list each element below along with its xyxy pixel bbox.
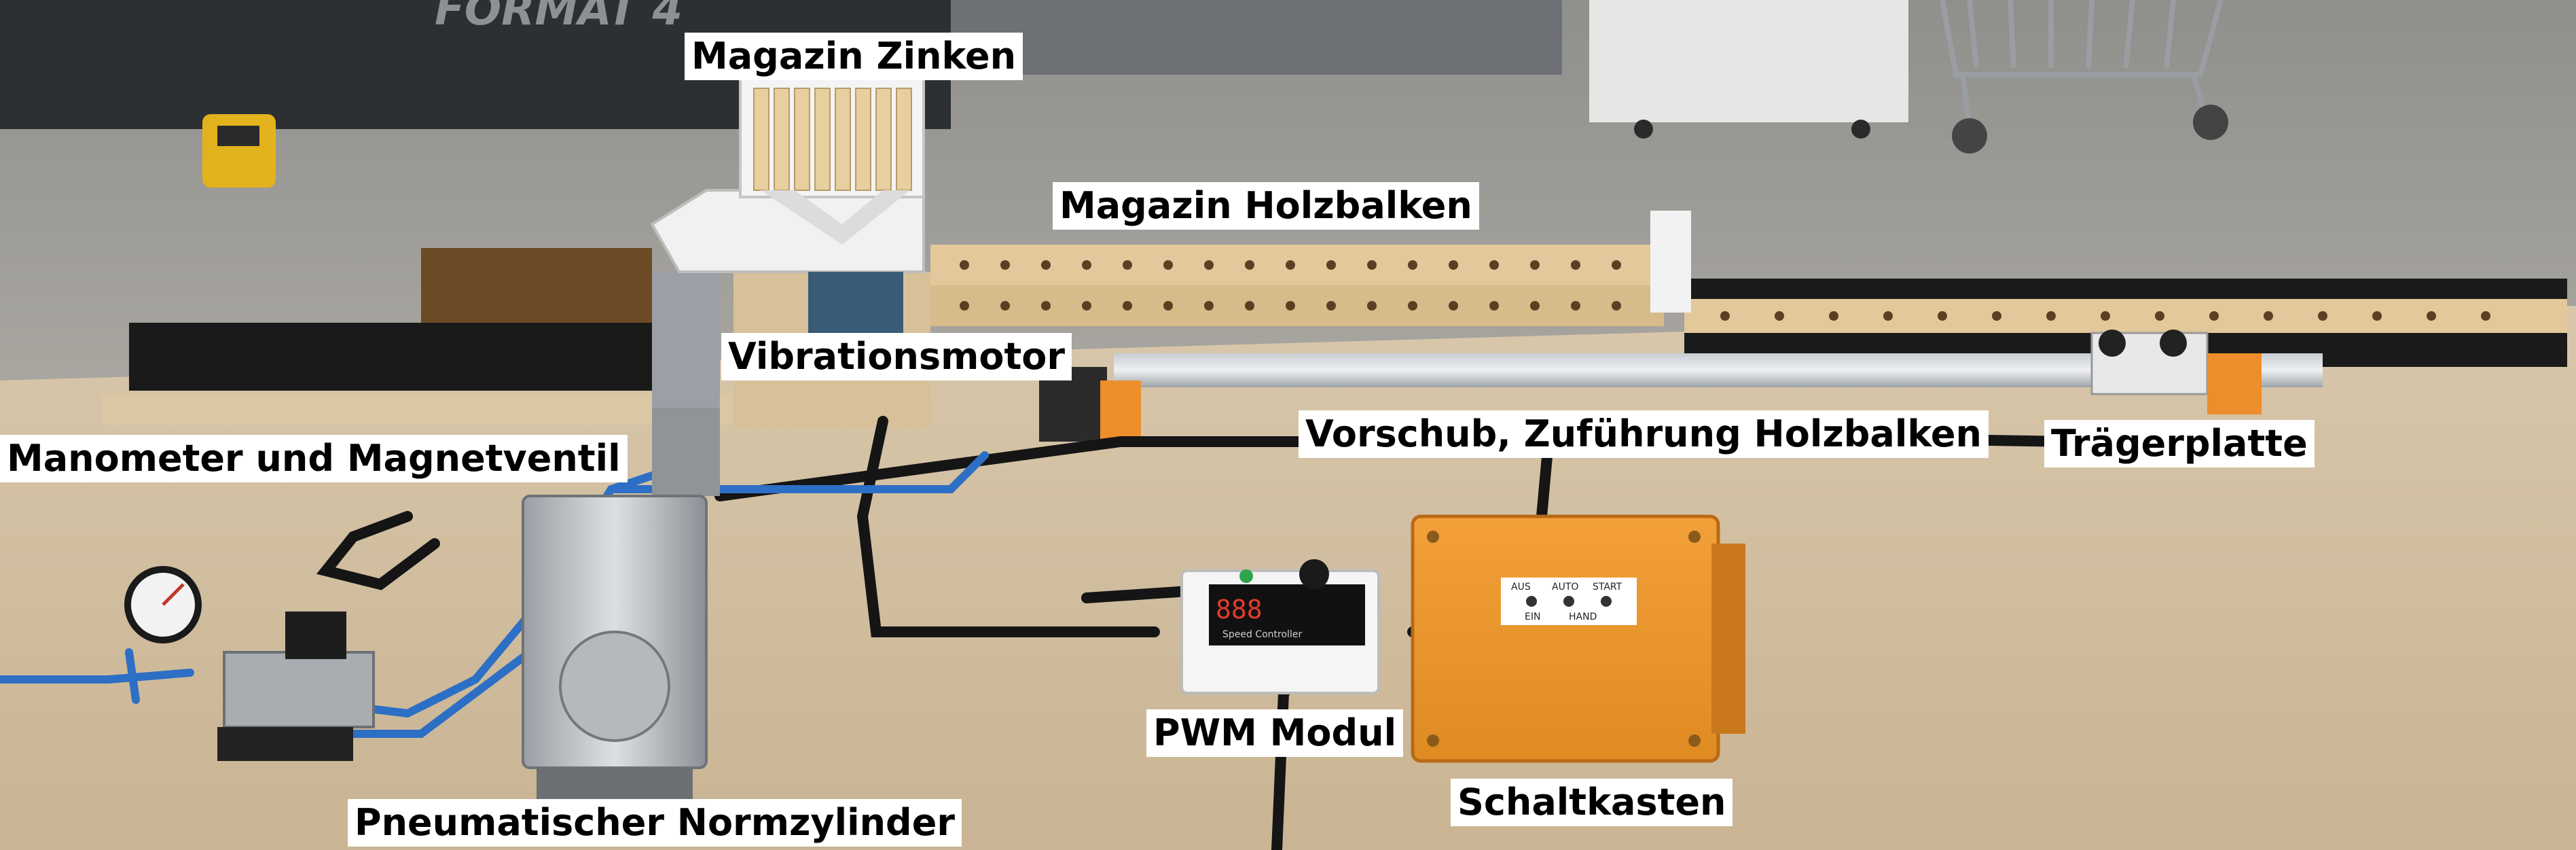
label-schaltkasten: Schaltkasten xyxy=(1451,779,1733,826)
dowel-hopper-top xyxy=(739,73,925,198)
gauge-needle xyxy=(162,583,185,606)
black-rail-left xyxy=(129,323,693,391)
label-magazin-holzbalken: Magazin Holzbalken xyxy=(1053,182,1479,230)
wood-beam-upper xyxy=(930,245,1664,285)
cabinet-wheel xyxy=(1634,120,1653,139)
label-pneumatischer-normzylinder: Pneumatischer Normzylinder xyxy=(348,799,962,847)
grey-cabinet xyxy=(951,0,1562,75)
box-screw xyxy=(1427,734,1439,747)
label-vibrationsmotor: Vibrationsmotor xyxy=(721,333,1072,380)
switch-box xyxy=(1411,514,1720,763)
machine-logo-text: FORMAT 4 xyxy=(435,0,683,35)
label-manometer-magnetventil: Manometer und Magnetventil xyxy=(0,435,628,482)
hopper-post xyxy=(652,272,720,408)
label-magazin-zinken: Magazin Zinken xyxy=(685,33,1023,80)
pwm-display-panel xyxy=(1209,584,1365,645)
solenoid-valve xyxy=(223,651,375,728)
label-traegerplatte: Trägerplatte xyxy=(2044,420,2315,467)
carriage-wheel xyxy=(2099,330,2126,357)
switch-box-side xyxy=(1711,544,1745,734)
motor-bracket xyxy=(1100,380,1141,442)
carriage-wheel xyxy=(2160,330,2187,357)
label-pwm-modul: PWM Modul xyxy=(1146,709,1404,757)
white-beam-stop xyxy=(1650,211,1691,313)
pwm-knob xyxy=(1299,559,1329,589)
valve-base xyxy=(217,727,353,761)
box-screw xyxy=(1688,531,1701,543)
switch-label-hand: HAND xyxy=(1569,612,1597,622)
cart-wheel xyxy=(2193,105,2228,140)
box-screw xyxy=(1688,734,1701,747)
switch-toggle xyxy=(1526,596,1537,607)
switch-toggle xyxy=(1601,596,1612,607)
cabinet-wheel xyxy=(1851,120,1870,139)
base-plank xyxy=(102,394,849,425)
hopper-v-funnel xyxy=(761,190,910,245)
end-bracket xyxy=(2207,353,2262,414)
switch-label-start: START xyxy=(1593,582,1622,592)
wood-block xyxy=(421,248,652,323)
box-screw xyxy=(1427,531,1439,543)
yellow-foot-pedal xyxy=(202,114,276,188)
cylinder-mount xyxy=(652,408,720,496)
wood-beam-lower xyxy=(930,285,1664,326)
beam-holes xyxy=(960,260,2490,321)
switch-toggle xyxy=(1563,596,1574,607)
label-vorschub-zufuehrung: Vorschub, Zuführung Holzbalken xyxy=(1299,410,1989,458)
dowels xyxy=(753,88,912,191)
cart-wheel xyxy=(1952,118,1987,154)
white-cabinet xyxy=(1589,0,1908,122)
cylinder-endcap xyxy=(559,631,670,742)
dowel-hopper xyxy=(650,189,925,273)
pwm-display-readout: 888 xyxy=(1216,595,1263,624)
switch-label-auto: AUTO xyxy=(1552,582,1578,592)
switch-label-aus: AUS xyxy=(1511,582,1531,592)
pwm-green-led xyxy=(1239,569,1253,583)
switch-label-ein: EIN xyxy=(1525,612,1540,622)
foot-pedal-top xyxy=(217,126,259,146)
pwm-display-caption: Speed Controller xyxy=(1222,629,1302,640)
valve-coil xyxy=(285,612,346,659)
